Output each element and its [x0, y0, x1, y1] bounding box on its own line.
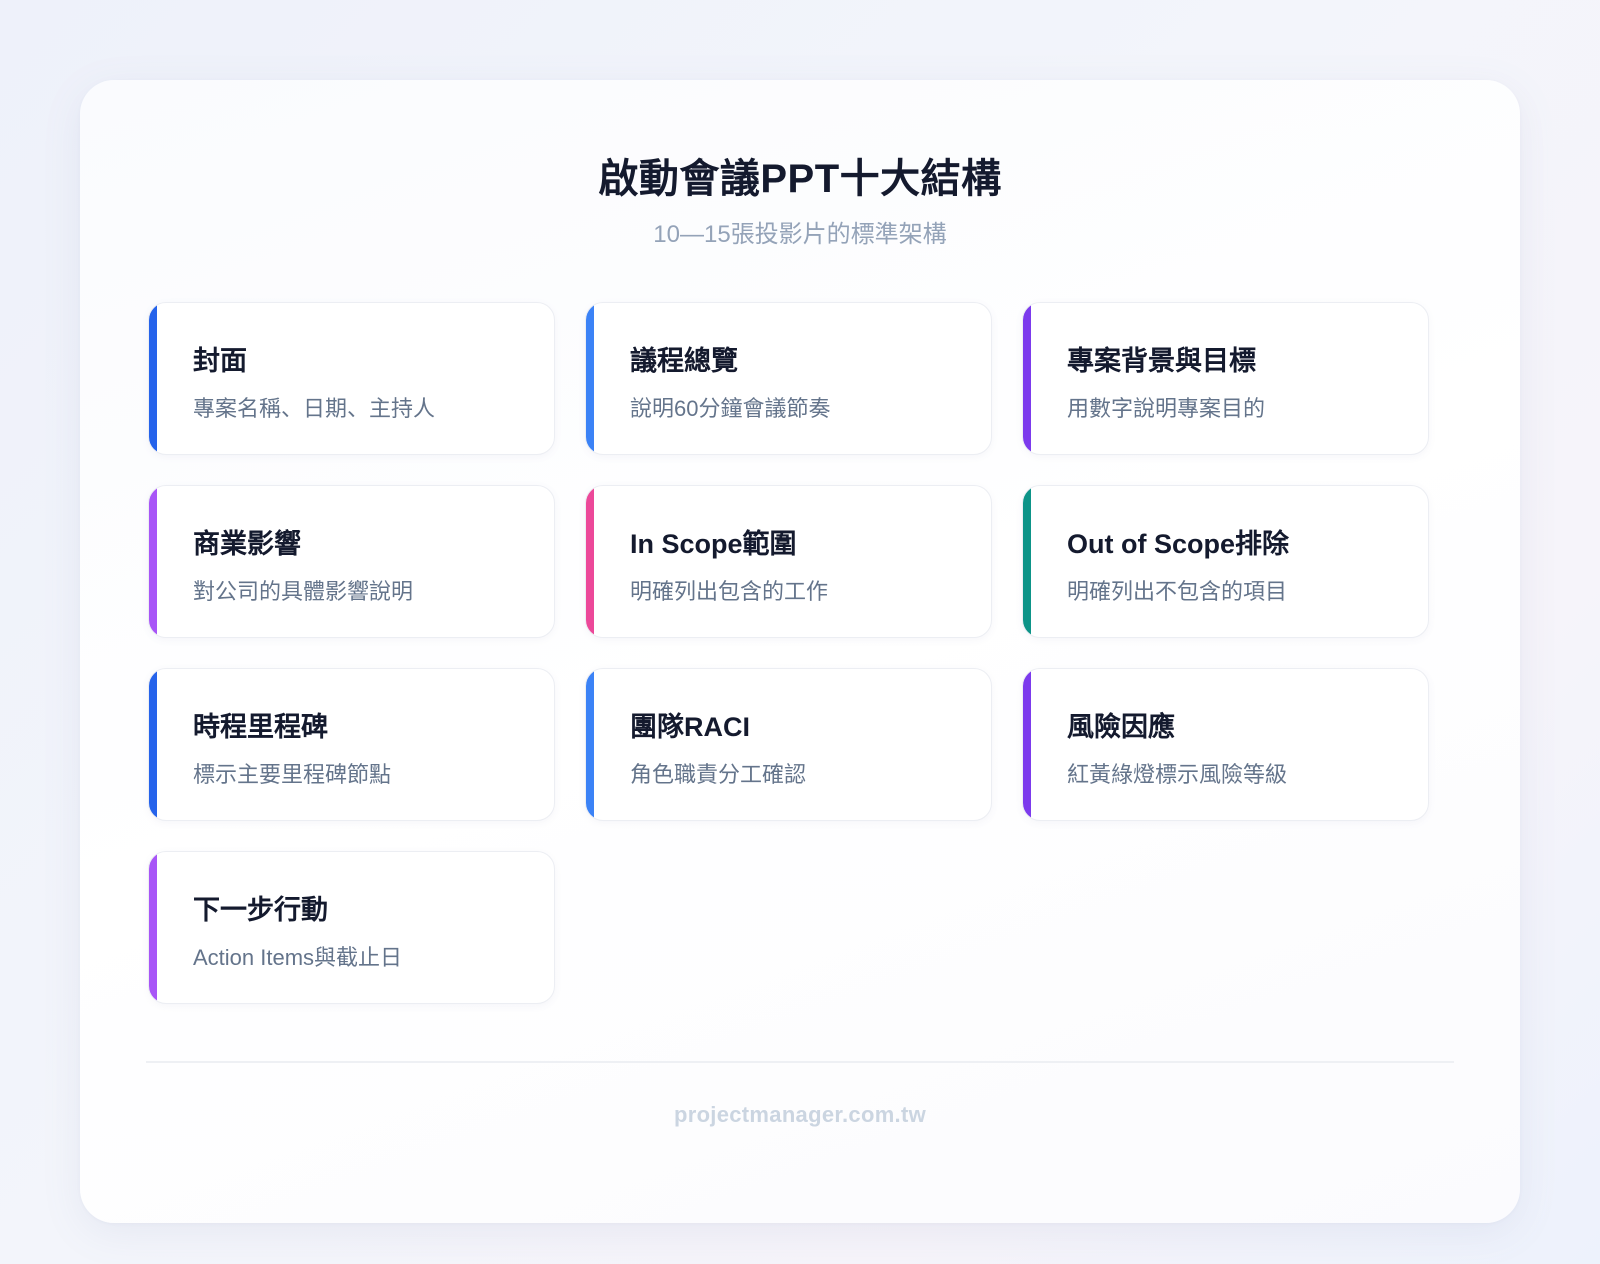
card-description: 明確列出不包含的項目 — [1067, 579, 1288, 604]
card-title: In Scope範圍 — [630, 529, 797, 559]
footer-divider — [146, 1061, 1454, 1063]
structure-card-milestones: 時程里程碑 標示主要里程碑節點 — [148, 668, 555, 821]
footer-site: projectmanager.com.tw — [673, 1102, 927, 1127]
accent-bar — [586, 303, 594, 454]
accent-bar — [149, 669, 157, 820]
structure-card-risk: 風險因應 紅黃綠燈標示風險等級 — [1022, 668, 1429, 821]
card-description: 紅黃綠燈標示風險等級 — [1067, 762, 1288, 787]
card-description: 用數字說明專案目的 — [1067, 396, 1266, 421]
structure-card-cover: 封面 專案名稱、日期、主持人 — [148, 302, 555, 455]
accent-bar — [1023, 303, 1031, 454]
structure-card-team-raci: 團隊RACI 角色職責分工確認 — [585, 668, 992, 821]
card-title: 專案背景與目標 — [1067, 346, 1256, 376]
card-description: 明確列出包含的工作 — [630, 579, 829, 604]
card-title: 封面 — [193, 346, 247, 376]
card-description: 專案名稱、日期、主持人 — [193, 396, 436, 421]
accent-bar — [1023, 486, 1031, 637]
page-subtitle: 10—15張投影片的標準架構 — [653, 221, 947, 248]
card-description: 說明60分鐘會議節奏 — [630, 396, 831, 421]
structure-card-in-scope: In Scope範圍 明確列出包含的工作 — [585, 485, 992, 638]
structure-card-business-impact: 商業影響 對公司的具體影響說明 — [148, 485, 555, 638]
card-description: Action Items與截止日 — [193, 945, 403, 970]
card-title: 時程里程碑 — [193, 712, 328, 742]
accent-bar — [149, 486, 157, 637]
card-description: 對公司的具體影響說明 — [193, 579, 414, 604]
card-title: 風險因應 — [1067, 712, 1175, 742]
card-description: 角色職責分工確認 — [630, 762, 807, 787]
structure-card-next-steps: 下一步行動 Action Items與截止日 — [148, 851, 555, 1004]
structure-card-out-of-scope: Out of Scope排除 明確列出不包含的項目 — [1022, 485, 1429, 638]
card-title: 議程總覽 — [630, 346, 738, 376]
card-title: 商業影響 — [193, 529, 301, 559]
card-title: 下一步行動 — [193, 895, 328, 925]
accent-bar — [149, 303, 157, 454]
card-title: Out of Scope排除 — [1067, 529, 1289, 559]
structure-card-background-goals: 專案背景與目標 用數字說明專案目的 — [1022, 302, 1429, 455]
structure-grid: 封面 專案名稱、日期、主持人 議程總覽 說明60分鐘會議節奏 專案背景與目標 用… — [148, 302, 1456, 1004]
accent-bar — [586, 486, 594, 637]
page-title: 啟動會議PPT十大結構 — [598, 157, 1002, 201]
accent-bar — [1023, 669, 1031, 820]
main-panel: 啟動會議PPT十大結構 10—15張投影片的標準架構 封面 專案名稱、日期、主持… — [80, 80, 1520, 1223]
accent-bar — [149, 852, 157, 1003]
card-title: 團隊RACI — [630, 712, 750, 742]
card-description: 標示主要里程碑節點 — [193, 762, 392, 787]
accent-bar — [586, 669, 594, 820]
structure-card-agenda: 議程總覽 說明60分鐘會議節奏 — [585, 302, 992, 455]
